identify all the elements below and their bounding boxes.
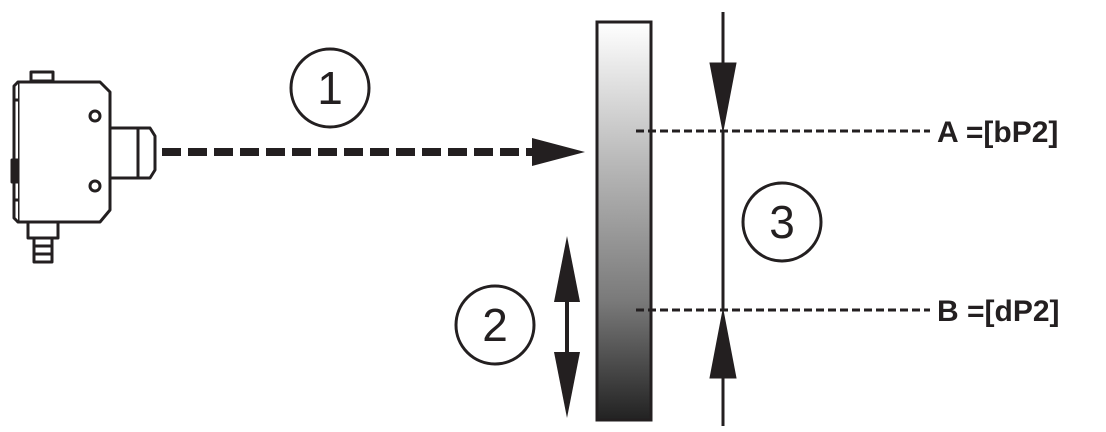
label-point-b: B =[dP2] [937, 295, 1060, 328]
svg-text:2: 2 [482, 299, 508, 351]
callout-2: 2 [454, 284, 536, 366]
callout-3: 3 [741, 181, 823, 263]
target-bar [595, 20, 653, 422]
label-point-a: A =[bP2] [937, 116, 1058, 149]
callout-1: 1 [289, 47, 371, 129]
movement-arrow [554, 236, 580, 418]
beam-arrow [162, 138, 585, 166]
sensor-icon [10, 70, 157, 264]
svg-text:3: 3 [769, 196, 795, 248]
dimension-line [709, 12, 737, 426]
svg-text:1: 1 [317, 62, 343, 114]
